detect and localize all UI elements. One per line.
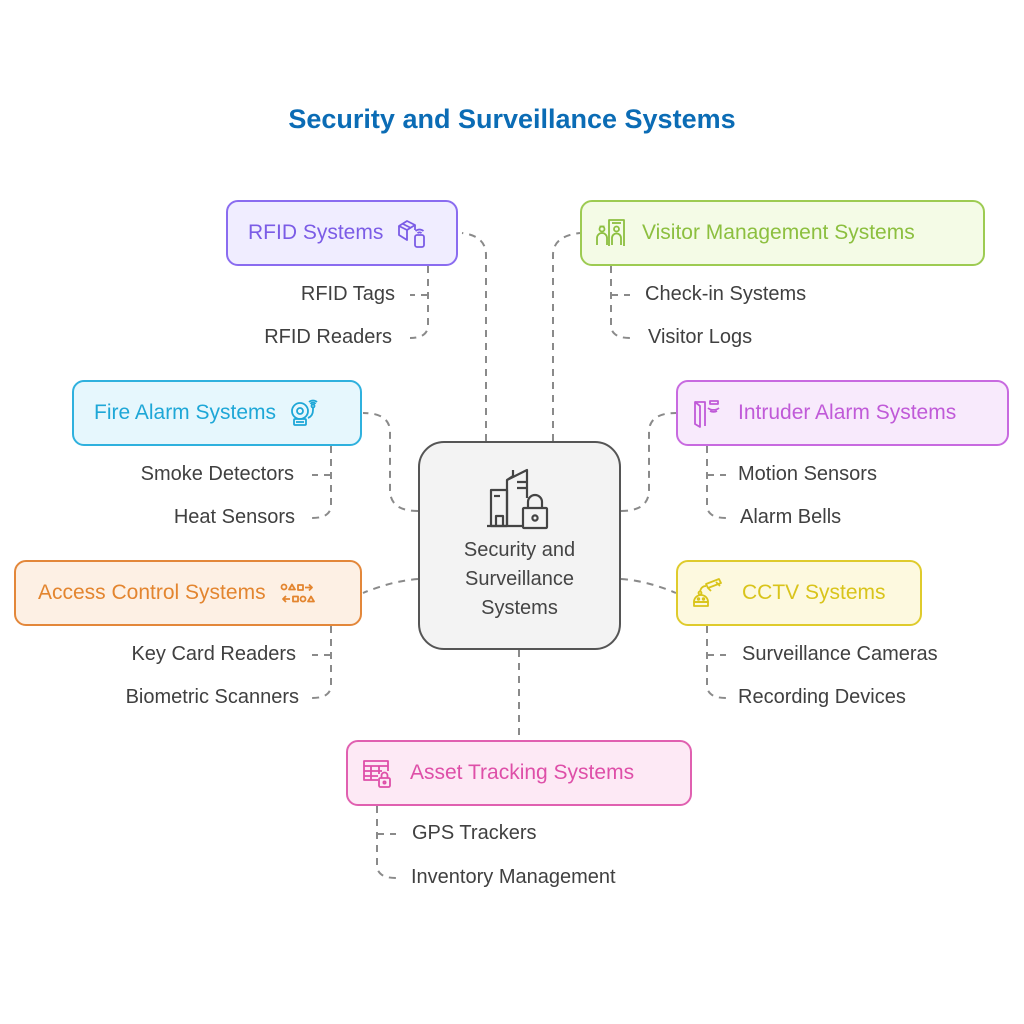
- connector-visitor-children: [610, 266, 631, 339]
- branch-label: Fire Alarm Systems: [94, 401, 277, 424]
- connector-rfid-children: [409, 266, 429, 339]
- branch-asset-tracking-systems[interactable]: Asset Tracking Systems: [346, 740, 692, 806]
- center-node[interactable]: Security and Surveillance Systems: [418, 441, 621, 650]
- center-label: Security and Surveillance Systems: [464, 536, 575, 623]
- connector-cctv-children: [706, 626, 727, 699]
- branch-access-control-systems[interactable]: Access Control Systems: [14, 560, 362, 626]
- branch-cctv-systems[interactable]: CCTV Systems: [676, 560, 922, 626]
- door-sensor-icon: [692, 398, 722, 428]
- branch-visitor-management-systems[interactable]: Visitor Management Systems: [580, 200, 985, 266]
- connector-fire-children: [311, 446, 332, 519]
- sub-item-visitor-logs: Visitor Logs: [648, 326, 753, 348]
- branch-label: CCTV Systems: [742, 581, 886, 604]
- connector-access: [362, 578, 419, 594]
- shapes-flow-icon: [280, 578, 318, 608]
- connector-cctv: [620, 578, 677, 594]
- connector-intruder: [620, 412, 677, 512]
- alarm-bell-icon: [288, 398, 318, 428]
- sub-item-rfid-readers: RFID Readers: [264, 326, 392, 348]
- branch-label: Intruder Alarm Systems: [738, 401, 957, 424]
- center-label-line: Security and: [463, 539, 576, 561]
- connector-asset-children: [376, 806, 397, 879]
- connector-rfid: [461, 232, 487, 441]
- sub-item-surveillance-cameras: Surveillance Cameras: [742, 643, 938, 665]
- diagram-title: Security and Surveillance Systems: [288, 104, 736, 134]
- center-label-line: Surveillance: [465, 568, 574, 590]
- sub-item-smoke-detectors: Smoke Detectors: [140, 463, 294, 485]
- sub-item-motion-sensors: Motion Sensors: [738, 463, 877, 485]
- branch-label: Visitor Management Systems: [642, 221, 915, 244]
- sub-item-gps-trackers: GPS Trackers: [412, 822, 537, 844]
- sub-item-rfid-tags: RFID Tags: [300, 283, 395, 305]
- connector-visitor: [552, 232, 581, 441]
- sub-item-biometric-scanners: Biometric Scanners: [125, 686, 299, 708]
- grid-lock-icon: [362, 758, 392, 788]
- sub-item-check-in-systems: Check-in Systems: [645, 283, 807, 305]
- cctv-camera-icon: [692, 578, 722, 608]
- branch-fire-alarm-systems[interactable]: Fire Alarm Systems: [72, 380, 362, 446]
- branch-rfid-systems[interactable]: RFID Systems: [226, 200, 458, 266]
- visitor-gate-icon: [596, 218, 626, 248]
- sub-item-key-card-readers: Key Card Readers: [131, 643, 296, 665]
- branch-intruder-alarm-systems[interactable]: Intruder Alarm Systems: [676, 380, 1009, 446]
- connector-intruder-children: [706, 446, 727, 519]
- package-wireless-icon: [397, 218, 427, 248]
- center-label-line: Systems: [481, 597, 558, 619]
- sub-item-heat-sensors: Heat Sensors: [173, 506, 295, 528]
- branch-label: Access Control Systems: [38, 581, 266, 604]
- sub-item-alarm-bells: Alarm Bells: [740, 506, 842, 528]
- buildings-lock-icon: [486, 468, 548, 530]
- connector-access-children: [311, 626, 332, 699]
- branch-label: RFID Systems: [248, 221, 384, 244]
- sub-item-recording-devices: Recording Devices: [738, 686, 906, 708]
- branch-label: Asset Tracking Systems: [410, 761, 635, 784]
- sub-item-inventory-management: Inventory Management: [411, 866, 616, 888]
- connector-fire: [362, 412, 419, 512]
